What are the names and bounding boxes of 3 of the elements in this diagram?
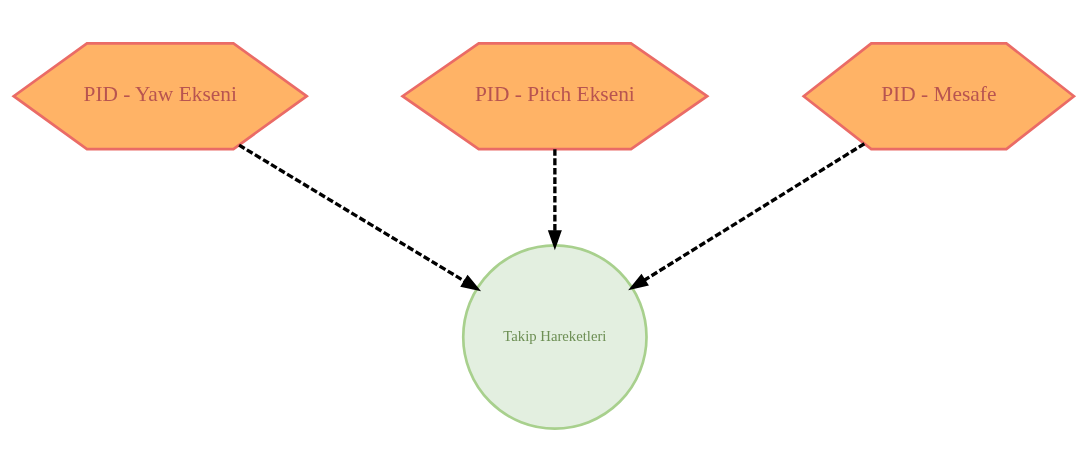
- arrow: [547, 149, 562, 251]
- arrow: [628, 142, 866, 291]
- arrow: [238, 143, 482, 292]
